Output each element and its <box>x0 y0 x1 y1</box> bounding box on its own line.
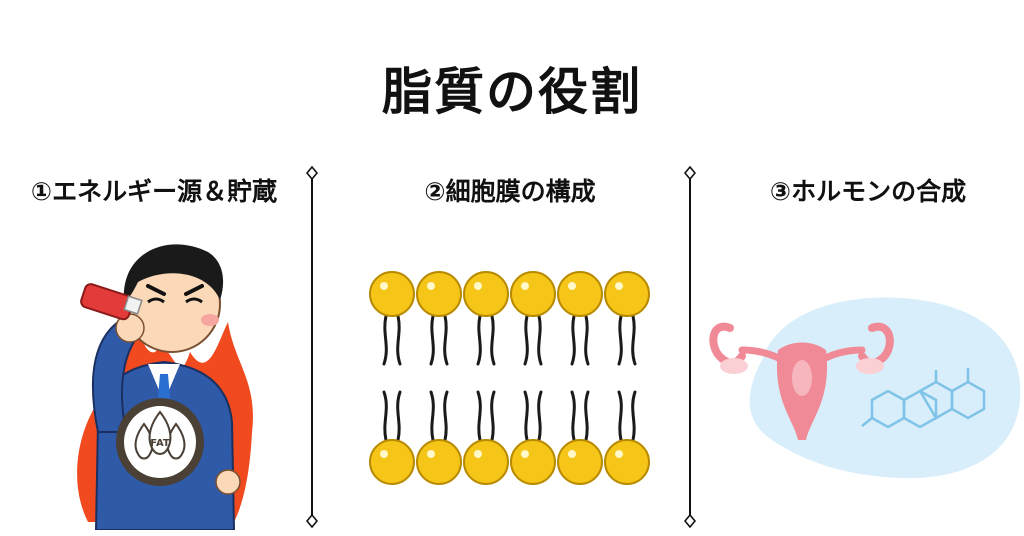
lipid-top-2 <box>416 271 462 366</box>
lipid-bilayer-diagram <box>369 271 650 485</box>
page-title: 脂質の役割 <box>382 63 642 121</box>
lipid-bottom-1 <box>369 390 415 485</box>
divider-left <box>306 166 318 528</box>
section-heading-energy: ①エネルギー源＆貯蔵 <box>30 177 278 206</box>
lipid-bottom-4 <box>510 390 556 485</box>
lipid-bottom-5 <box>557 390 603 485</box>
steroid-structure-icon <box>861 368 986 429</box>
energy-man-illustration: FAT <box>77 244 253 530</box>
lipid-top-1 <box>369 271 415 366</box>
hormone-illustration <box>709 297 1021 479</box>
fat-label: FAT <box>150 438 170 449</box>
section-heading-membrane: ②細胞膜の構成 <box>424 177 596 206</box>
lipid-bottom-2 <box>416 390 462 485</box>
lipid-top-4 <box>510 271 556 366</box>
lipid-bottom-6 <box>604 390 650 485</box>
uterus-icon <box>709 322 894 440</box>
lipid-top-5 <box>557 271 603 366</box>
background-blob <box>749 297 1021 479</box>
section-heading-hormone: ③ホルモンの合成 <box>769 177 967 206</box>
lipid-top-6 <box>604 271 650 366</box>
divider-right <box>684 166 696 528</box>
lipid-top-3 <box>463 271 509 366</box>
lipid-bottom-3 <box>463 390 509 485</box>
